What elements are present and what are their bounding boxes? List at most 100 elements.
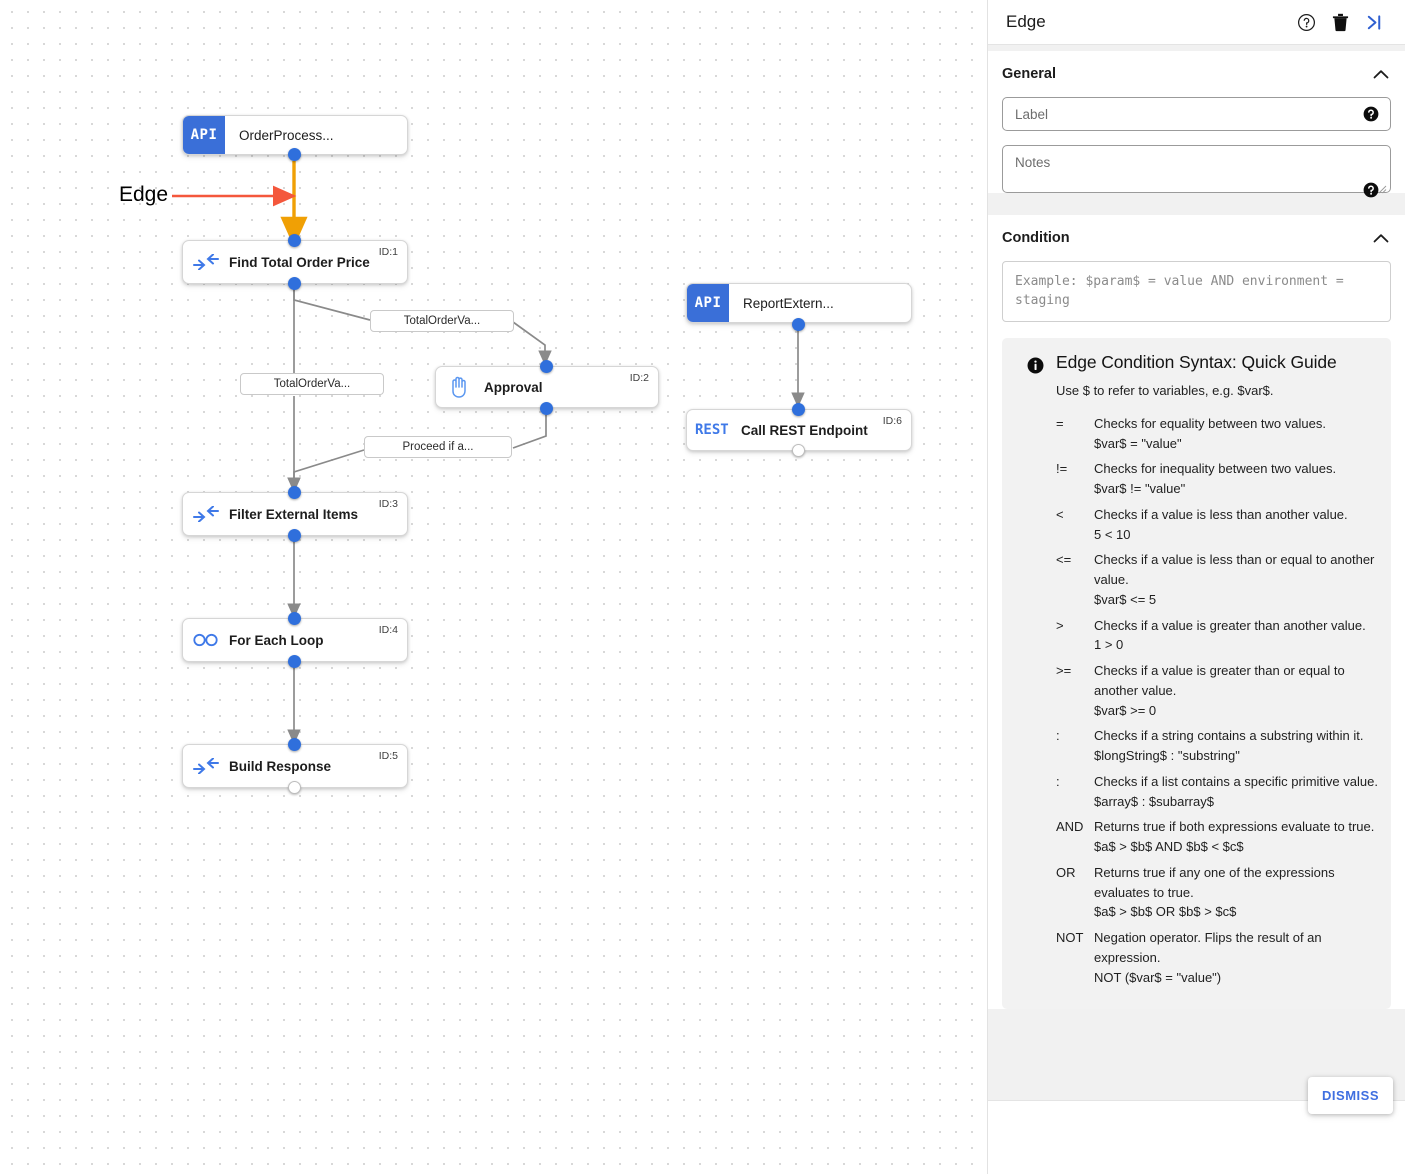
label-field[interactable]: Label [1002,97,1391,131]
node-title: Call REST Endpoint [741,422,868,438]
node-port-out[interactable] [288,655,301,668]
node-port-out[interactable] [288,529,301,542]
edge-label[interactable]: TotalOrderVa... [370,310,514,332]
node-title: Approval [484,379,543,395]
chevron-up-icon[interactable] [1371,228,1391,248]
edge-label-text: TotalOrderVa... [403,315,481,327]
quick-guide-row: !=Checks for inequality between two valu… [1056,459,1379,499]
quick-guide-operator: NOT [1056,930,1084,946]
quick-guide-operator: > [1056,617,1064,633]
quick-guide-title: Edge Condition Syntax: Quick Guide [1056,351,1337,372]
annotation-label: Edge [119,183,169,206]
section-general-header[interactable]: General [1002,51,1391,97]
edge-properties-panel: Edge [987,0,1405,1174]
quick-guide-row: >= Checks if a value is greater than or e… [1056,661,1379,720]
converge-arrows-icon [189,493,223,535]
quick-guide-description: Checks if a string contains a substring … [1094,726,1379,766]
condition-placeholder: Example: $param$ = value AND environment… [1015,274,1352,309]
condition-quick-guide: Edge Condition Syntax: Quick Guide Use $… [1002,337,1391,1010]
quick-guide-operator: : [1056,773,1060,789]
quick-guide-row: = Checks for equality between two values.… [1056,414,1379,454]
notes-field-placeholder: Notes [1015,155,1051,170]
rest-chip: REST [695,422,729,438]
node-orderprocess[interactable]: API OrderProcess... [182,115,408,155]
quick-guide-row: AND Returns true if both expressions eval… [1056,817,1379,857]
node-id-tag: ID:4 [378,624,398,636]
edge-label[interactable]: Proceed if a... [364,436,512,458]
quick-guide-row: >Checks if a value is greater than anoth… [1056,616,1379,656]
quick-guide-operator: = [1056,415,1064,431]
resize-handle[interactable] [1378,181,1387,194]
quick-guide-description: Returns true if both expressions evaluat… [1094,817,1379,857]
help-badge-icon[interactable] [1363,182,1379,198]
help-circle-icon[interactable] [1289,5,1323,39]
quick-guide-operator: OR [1056,864,1076,880]
collapse-panel-icon[interactable] [1357,5,1391,39]
section-condition-header[interactable]: Condition [1002,215,1391,261]
dismiss-button[interactable]: DISMISS [1308,1077,1393,1114]
page-title: Edge [1006,12,1046,31]
quick-guide-description: Checks for inequality between two values… [1094,459,1379,499]
quick-guide-operator: <= [1056,552,1072,568]
node-port-out[interactable] [792,444,805,457]
quick-guide-description: Negation operator. Flips the result of a… [1094,928,1379,987]
node-port-in[interactable] [288,486,301,499]
quick-guide-description: Checks if a value is less than another v… [1094,505,1379,545]
api-chip: API [687,284,729,322]
panel-header: Edge [988,0,1405,45]
quick-guide-example: 1 > 0 [1094,637,1124,653]
quick-guide-operator: >= [1056,663,1072,679]
condition-expression-input[interactable]: Example: $param$ = value AND environment… [1002,261,1391,322]
quick-guide-example: $var$ >= 0 [1094,702,1157,718]
node-port-out[interactable] [288,277,301,290]
quick-guide-row: : Checks if a list contains a specific pr… [1056,772,1379,812]
quick-guide-description: Checks if a value is less than or equal … [1094,550,1379,609]
quick-guide-description: Checks if a list contains a specific pri… [1094,772,1379,812]
quick-guide-row: <Checks if a value is less than another … [1056,505,1379,545]
quick-guide-description: Checks if a value is greater than or equ… [1094,661,1379,720]
quick-guide-description: Checks for equality between two values.$… [1094,414,1379,454]
node-port-out[interactable] [288,148,301,161]
converge-arrows-icon [189,745,223,787]
panel-footer: DISMISS [988,1077,1405,1174]
chevron-up-icon[interactable] [1371,64,1391,84]
trash-icon[interactable] [1323,5,1357,39]
node-title: Filter External Items [229,506,359,522]
node-approval[interactable]: Approval ID:2 [435,366,659,408]
help-badge-icon[interactable] [1363,106,1379,122]
panel-body[interactable]: General Label [988,45,1405,1100]
node-port-out[interactable] [540,402,553,415]
node-port-out[interactable] [792,318,805,331]
node-title: For Each Loop [229,632,324,648]
section-condition-title: Condition [1002,230,1070,246]
node-id-tag: ID:1 [378,246,398,258]
section-general-title: General [1002,66,1056,82]
quick-guide-operator: AND [1056,819,1084,835]
section-condition: Condition Example: $param$ = value AND e… [988,215,1405,1010]
quick-guide-intro: Use $ to refer to variables, e.g. $var$. [1056,382,1274,398]
node-id-tag: ID:6 [882,415,902,427]
quick-guide-example: $array$ : $subarray$ [1094,793,1214,809]
quick-guide-example: $longString$ : "substring" [1094,748,1240,764]
label-field-placeholder: Label [1015,106,1049,122]
quick-guide-example: $var$ <= 5 [1094,591,1157,607]
flow-canvas[interactable]: Edge API OrderProcess... Find Total Orde… [0,0,987,1174]
node-port-out[interactable] [288,781,301,794]
node-reportextern[interactable]: API ReportExtern... [686,283,912,323]
quick-guide-example: $var$ = "value" [1094,435,1182,451]
edge-label-text: TotalOrderVa... [273,378,351,390]
edge-label[interactable]: TotalOrderVa... [240,373,384,395]
node-id-tag: ID:5 [378,750,398,762]
node-port-in[interactable] [288,234,301,247]
node-port-in[interactable] [288,612,301,625]
notes-field[interactable]: Notes [1002,145,1391,198]
node-id-tag: ID:2 [629,372,649,384]
node-title: Find Total Order Price [229,254,370,270]
node-port-in[interactable] [288,738,301,751]
node-port-in[interactable] [540,360,553,373]
node-build-response[interactable]: Build Response ID:5 [182,744,408,788]
infinity-icon [189,619,223,661]
node-port-in[interactable] [792,403,805,416]
quick-guide-rows: = Checks for equality between two values.… [1056,414,1379,988]
quick-guide-example: $a$ > $b$ AND $b$ < $c$ [1094,839,1244,855]
